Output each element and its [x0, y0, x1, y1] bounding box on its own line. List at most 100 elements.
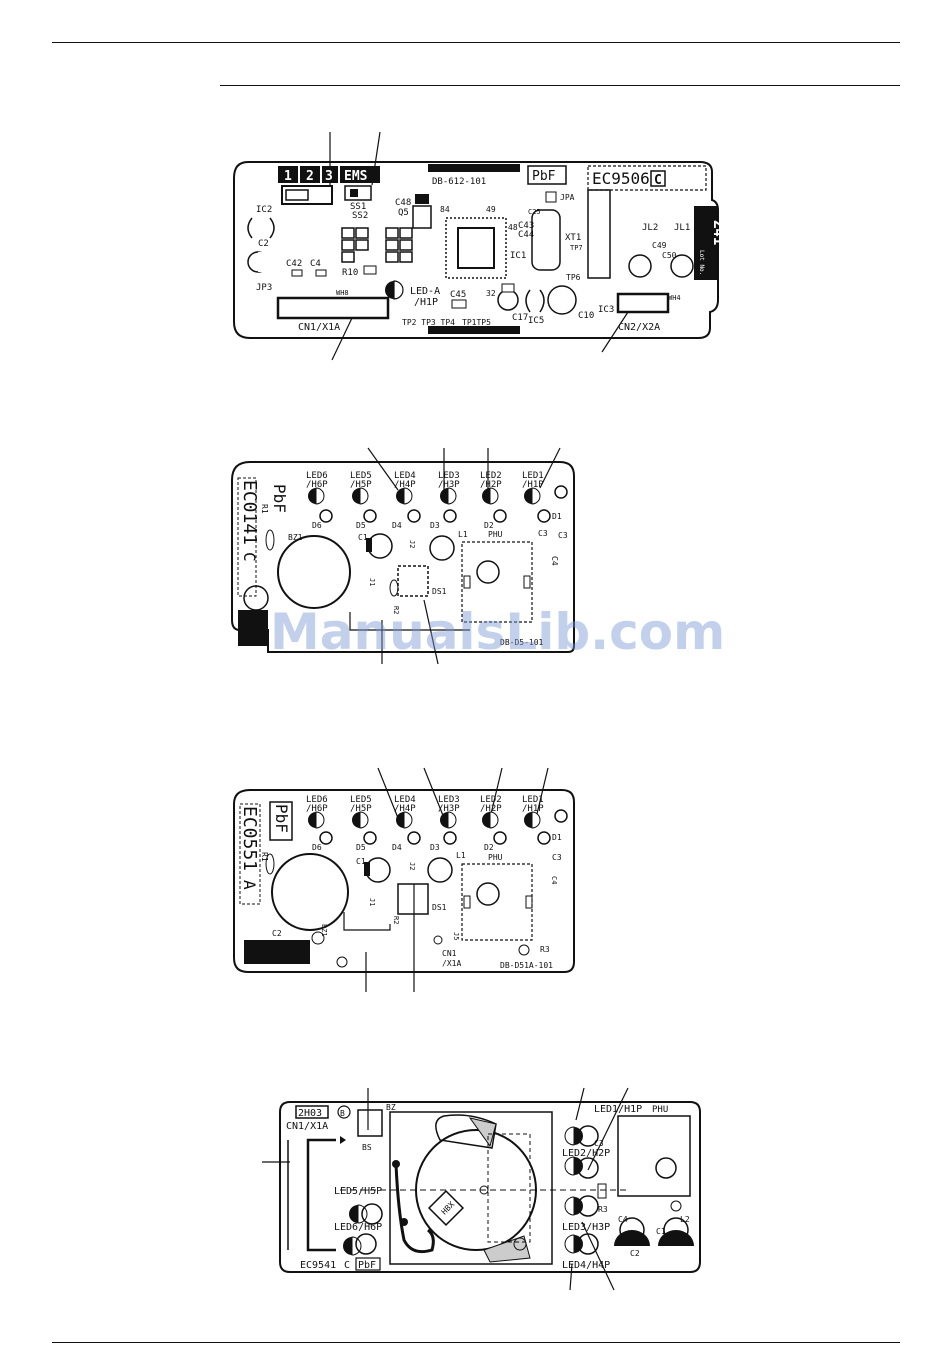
label-j1-b2: J1 [368, 578, 376, 586]
label-led4-b4: LED4/H4P [562, 1260, 610, 1271]
d5-b3: D5 [356, 843, 366, 852]
led5-name-b2: LED5 [350, 471, 372, 481]
section-rule [220, 85, 900, 86]
board-code-4: EC9541 [300, 1260, 336, 1271]
lot-block [694, 206, 718, 280]
label-cn1-b3: CN1 [442, 949, 457, 958]
label-bz-b4: BZ [386, 1103, 396, 1112]
board-code-rev-2: C [240, 552, 259, 562]
label-c25: C25 [528, 208, 541, 216]
cn1-connector-b4 [306, 1138, 336, 1252]
ss1-switch [344, 185, 372, 201]
label-tp-right: TP1TP5 [462, 318, 491, 327]
label-c50: C50 [662, 251, 677, 260]
label-xt1: XT1 [565, 233, 581, 243]
led3-b3: LED3 /H3P D3 [430, 795, 460, 852]
label-r2-b2: R2 [392, 606, 400, 614]
ic3-chip [587, 189, 611, 279]
label-ic5: IC5 [528, 316, 544, 326]
board-code-rev-1: C [654, 173, 662, 188]
part-no-2: DB-D5-101 [500, 638, 544, 647]
d2-b2: D2 [484, 521, 494, 530]
label-c42: C42 [286, 259, 302, 269]
cap-c49 [628, 254, 652, 278]
lot-small: Lot No. [698, 250, 705, 275]
led1-port-b3: /H1P [522, 804, 544, 814]
rev-b4: B [340, 1109, 345, 1118]
dip-3: 3 [325, 169, 333, 184]
label-r3-b4: R3 [598, 1205, 608, 1214]
label-phu-b2: PHU [488, 530, 503, 539]
board3-led-pcb: EC0551 A PbF R1 LED6 /H6P D6 LED5 /H5P D… [233, 767, 575, 992]
phu-b3 [461, 863, 533, 941]
label-c3b-b2: C3 [558, 531, 568, 540]
dip-1: 1 [284, 169, 292, 184]
label-l1-b2: L1 [458, 530, 468, 539]
led6-name-b2: LED6 [306, 471, 328, 481]
ic-main [445, 217, 507, 279]
model-b4: 2H03 [298, 1108, 322, 1119]
ss2-switch [281, 185, 333, 205]
label-c1-b3: C1 [356, 857, 366, 866]
label-r3-b3: R3 [540, 945, 550, 954]
led3-port-b3: /H3P [438, 804, 460, 814]
led3-port-b2: /H3P [438, 480, 460, 490]
label-bz1-b2: BZ1 [288, 533, 303, 542]
phu-b2 [461, 541, 533, 623]
led3-name-b3: LED3 [438, 795, 460, 805]
led4-name-b3: LED4 [394, 795, 416, 805]
label-cn1-b1: CN1/X1A [298, 322, 340, 333]
led2-name-b3: LED2 [480, 795, 502, 805]
label-wh4: WH4 [668, 294, 681, 302]
ds1-b2 [397, 565, 429, 597]
led4-b3: LED4 /H4P D4 [392, 795, 421, 852]
bs-switch-b4 [357, 1109, 383, 1137]
part-no-3: DB-D51A-101 [500, 961, 553, 970]
label-c4-b4: C4 [618, 1215, 628, 1224]
led4-b2: LED4 /H4P D4 [392, 471, 421, 530]
led6-b2: LED6 /H6P D6 [306, 471, 333, 530]
label-r1-b2: R1 [260, 504, 269, 514]
pbf-1: PbF [532, 169, 556, 184]
label-led5-b4: LED5/H5P [334, 1186, 382, 1197]
d1-b3: D1 [552, 833, 562, 842]
label-j5-b3: J5 [452, 932, 460, 940]
label-c10: C10 [578, 311, 594, 321]
label-j2-b2: J2 [408, 540, 416, 548]
part-no-1: DB-612-101 [432, 177, 486, 187]
label-c4-b3: C4 [550, 876, 558, 884]
led2-name-b2: LED2 [480, 471, 502, 481]
watermark: ManualsLib.com [270, 603, 726, 661]
label-l2-b4: L2 [680, 1215, 690, 1224]
label-j2-b3: J2 [408, 862, 416, 870]
pin-32: 32 [486, 289, 496, 298]
board3-led-row: LED6 /H6P D6 LED5 /H5P D5 LED4 /H4P D4 [306, 795, 568, 852]
buzzer-b2 [277, 535, 351, 609]
label-jp3: JP3 [256, 283, 272, 293]
buzzer-b3 [271, 853, 349, 931]
label-c48: C48 [395, 198, 411, 208]
d3-b2: D3 [430, 521, 440, 530]
switch-tag: EMS [344, 169, 368, 184]
label-ss1: SS1 [350, 202, 366, 212]
pin-48: 48 [508, 223, 518, 232]
d4-b3: D4 [392, 843, 402, 852]
cap-c1-b4 [658, 1230, 694, 1246]
label-x1a-b3: /X1A [442, 959, 461, 968]
led1-b3: LED1 /H1P D1 [522, 795, 562, 845]
label-led-a: LED-A [410, 286, 440, 297]
label-c2-b4: C2 [630, 1249, 640, 1258]
d1-b2: D1 [552, 512, 562, 521]
label-phu-b4: PHU [652, 1105, 668, 1115]
pin-49: 49 [486, 205, 496, 214]
label-c1-b4: C1 [656, 1227, 666, 1236]
label-bs-b4: BS [362, 1143, 372, 1152]
d6-b3: D6 [312, 843, 322, 852]
label-c4-b2: C4 [550, 556, 559, 566]
label-cn2-b1: CN2/X2A [618, 322, 660, 333]
label-ss2: SS2 [352, 211, 368, 221]
resistor-block [341, 227, 413, 263]
board2-led-row: LED6 /H6P D6 LED5 /H5P D5 LED4 /H4P D4 [306, 471, 568, 530]
dip-1-box [278, 166, 298, 183]
d2-b3: D2 [484, 843, 494, 852]
